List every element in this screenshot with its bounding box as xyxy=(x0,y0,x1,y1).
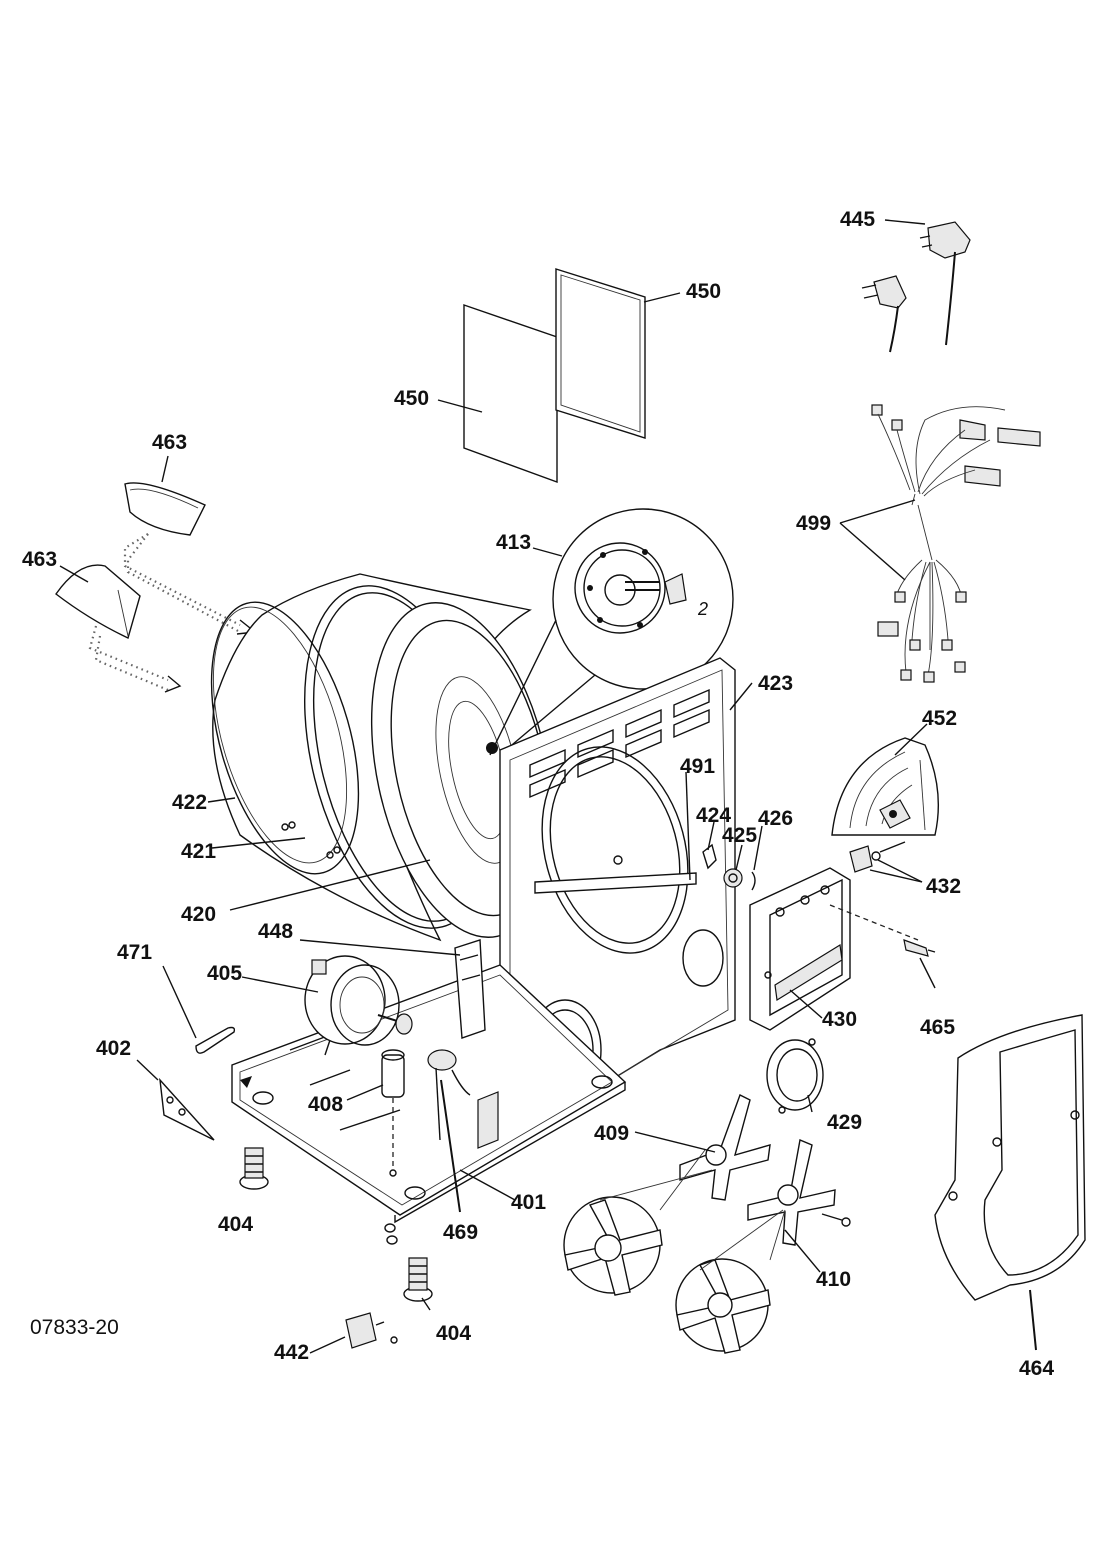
label-448: 448 xyxy=(258,920,293,943)
part-425-nut xyxy=(723,868,743,888)
part-426-spring-clip xyxy=(751,871,756,891)
label-405: 405 xyxy=(207,962,242,985)
label-402: 402 xyxy=(96,1037,131,1060)
part-labels: 445 450 450 463 463 413 499 423 452 491 … xyxy=(22,208,1054,1380)
part-450-panel-rear xyxy=(555,268,646,439)
part-452-lint-filter xyxy=(831,737,939,836)
label-429: 429 xyxy=(827,1111,862,1134)
part-430-heater-housing xyxy=(749,867,919,1031)
part-402-corner-bracket xyxy=(159,1077,215,1141)
label-450-front: 450 xyxy=(394,387,429,410)
part-442-suppressor xyxy=(345,1312,398,1349)
label-450-rear: 450 xyxy=(686,280,721,303)
part-445-plug-schuko xyxy=(861,275,907,353)
part-465-sensor xyxy=(903,939,936,957)
label-469: 469 xyxy=(443,1221,478,1244)
label-465: 465 xyxy=(920,1016,955,1039)
label-430: 430 xyxy=(822,1008,857,1031)
label-463-bottom: 463 xyxy=(22,548,57,571)
part-450-panel-front xyxy=(463,304,558,484)
label-404-left: 404 xyxy=(218,1213,253,1236)
part-445-plug-uk xyxy=(919,221,971,346)
drawing-number: 07833-20 xyxy=(30,1316,119,1339)
label-452: 452 xyxy=(922,707,957,730)
label-425: 425 xyxy=(722,824,757,847)
part-405-motor xyxy=(304,955,413,1056)
part-408-capacitor xyxy=(381,1049,405,1177)
label-464: 464 xyxy=(1019,1357,1054,1380)
label-442: 442 xyxy=(274,1341,309,1364)
part-429-duct-ring xyxy=(766,1038,824,1114)
part-448-bracket xyxy=(454,939,499,1149)
label-424: 424 xyxy=(696,804,731,827)
part-491-support-bar xyxy=(534,872,697,894)
part-469-bearing-support xyxy=(427,1049,471,1141)
part-464-back-cover xyxy=(934,1014,1086,1301)
label-404-right: 404 xyxy=(436,1322,471,1345)
leader-lines xyxy=(59,219,1037,1354)
label-422: 422 xyxy=(172,791,207,814)
label-421: 421 xyxy=(181,840,216,863)
part-471-belt xyxy=(195,1026,236,1054)
part-463-cowl-bottom xyxy=(55,564,141,639)
label-432: 432 xyxy=(926,875,961,898)
label-401: 401 xyxy=(511,1191,546,1214)
part-401-base-frame xyxy=(231,964,627,1224)
part-463-cowl-top xyxy=(124,482,206,536)
part-409-fan xyxy=(563,1094,771,1296)
part-404-foot-right xyxy=(384,1223,433,1302)
label-471: 471 xyxy=(117,941,152,964)
label-408: 408 xyxy=(308,1093,343,1116)
label-423: 423 xyxy=(758,672,793,695)
part-404-foot-left xyxy=(239,1147,269,1190)
label-410: 410 xyxy=(816,1268,851,1291)
part-432-thermostat xyxy=(849,841,906,873)
label-420: 420 xyxy=(181,903,216,926)
part-413-bearing-detail: 2 xyxy=(489,508,734,756)
part-499-wiring-harness xyxy=(871,404,1041,683)
part-410-fan xyxy=(675,1139,851,1354)
svg-text:2: 2 xyxy=(697,599,708,619)
label-426: 426 xyxy=(758,807,793,830)
label-409: 409 xyxy=(594,1122,629,1145)
label-491: 491 xyxy=(680,755,715,778)
label-445: 445 xyxy=(840,208,875,231)
label-463-top: 463 xyxy=(152,431,187,454)
label-413: 413 xyxy=(496,531,531,554)
label-499: 499 xyxy=(796,512,831,535)
